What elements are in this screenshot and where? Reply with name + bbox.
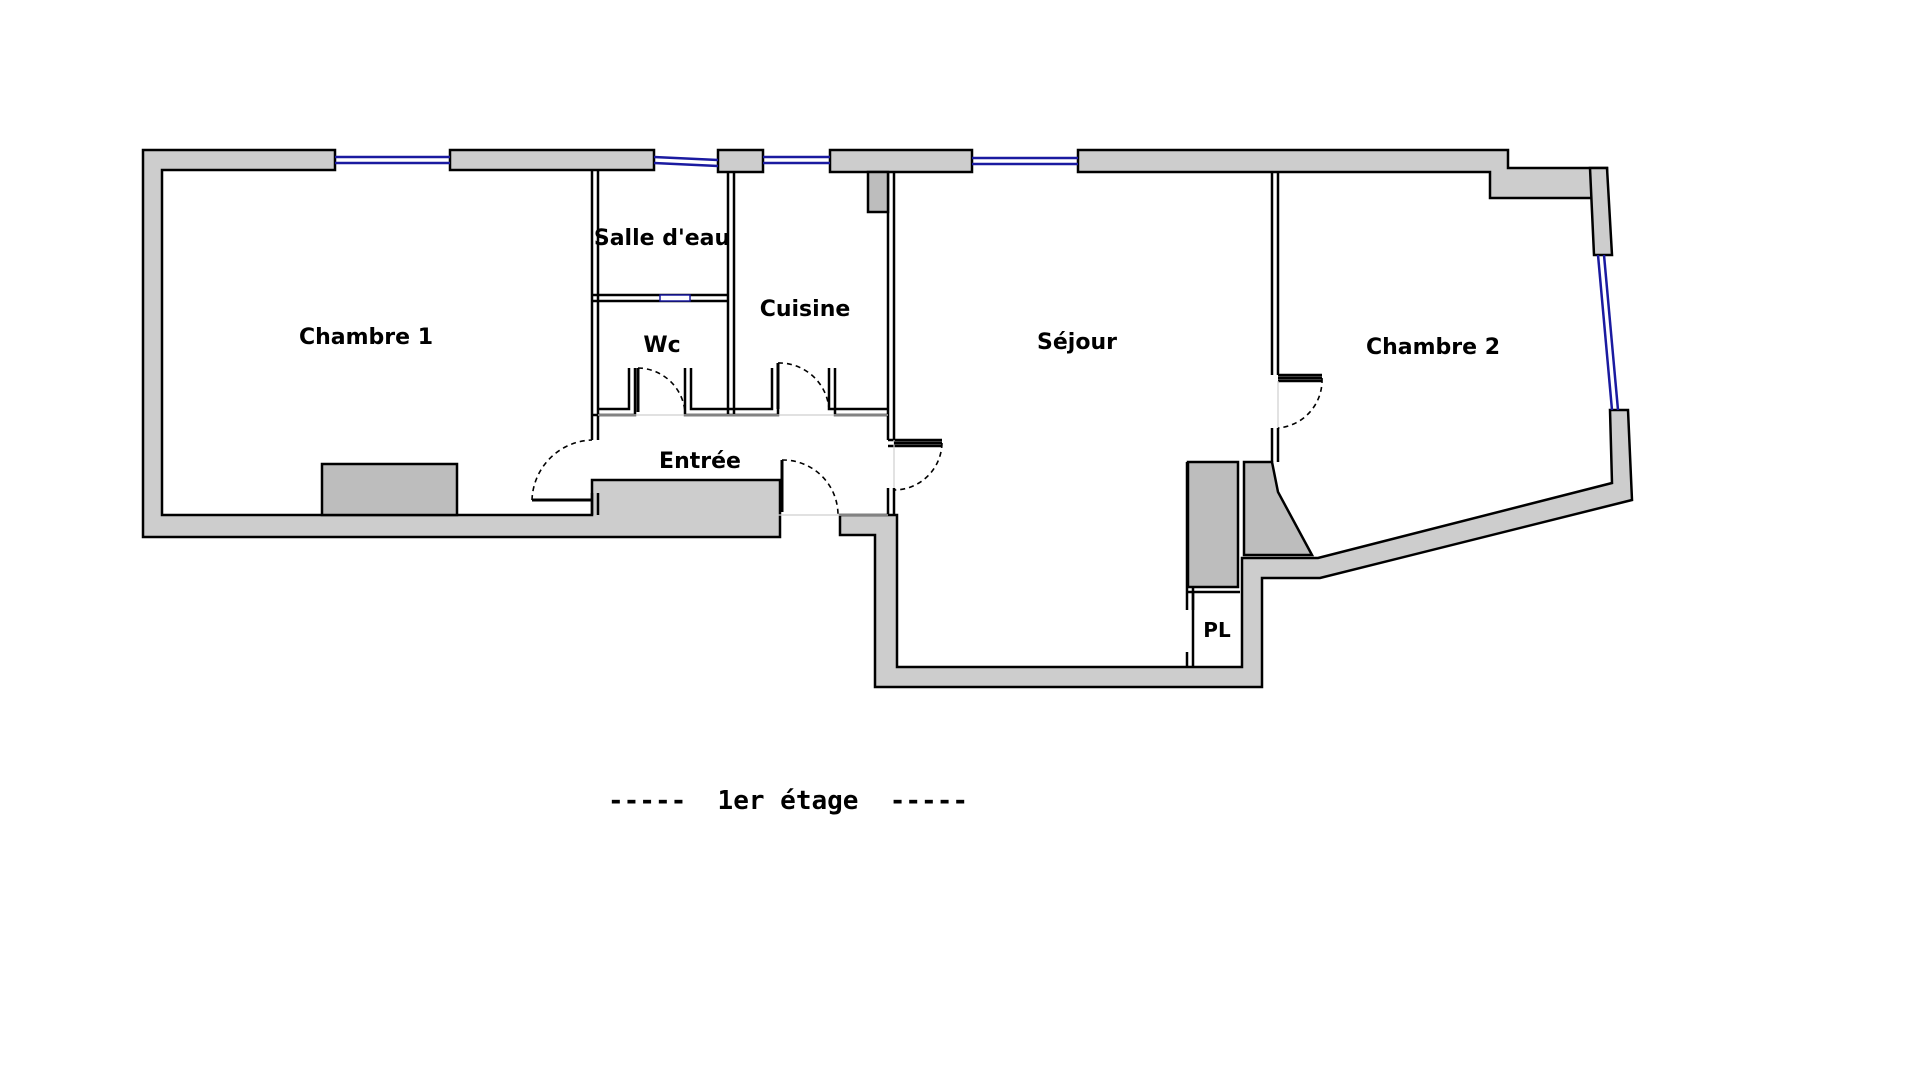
- room-label-salle-deau: Salle d'eau: [594, 226, 730, 251]
- outer-wall-east: [1076, 148, 1609, 200]
- doors: [531, 362, 1323, 516]
- window-chambre2-inner: [1602, 254, 1620, 411]
- room-label-wc: Wc: [643, 333, 680, 358]
- outer-wall-east-upper: [1588, 166, 1614, 257]
- outer-wall-east-lower: [838, 408, 1634, 689]
- room-label-chambre2: Chambre 2: [1366, 335, 1500, 360]
- windows: [335, 155, 1620, 411]
- window-chambre2: [1596, 254, 1614, 411]
- floor-label: ----- 1er étage -----: [608, 786, 968, 816]
- window-salle-deau: [653, 161, 719, 168]
- window-vent-salle-deau: [659, 294, 691, 302]
- kitchen-duct: [866, 170, 890, 214]
- room-label-sejour: Séjour: [1037, 330, 1117, 355]
- room-label-placard: PL: [1203, 618, 1231, 642]
- outer-wall-west: [141, 148, 782, 539]
- window-salle-deau-inner: [653, 155, 719, 162]
- room-label-cuisine: Cuisine: [760, 297, 851, 322]
- outer-wall-north-segment-2: [716, 148, 765, 174]
- cupboard-chambre2: [1242, 460, 1315, 557]
- room-label-chambre1: Chambre 1: [299, 325, 433, 350]
- outer-wall-north-segment-1: [448, 148, 656, 172]
- cupboard-sejour: [1186, 460, 1240, 589]
- outer-wall-north-segment-3: [828, 148, 974, 174]
- radiator-chambre1: [320, 462, 459, 517]
- room-label-entree: Entrée: [659, 449, 741, 474]
